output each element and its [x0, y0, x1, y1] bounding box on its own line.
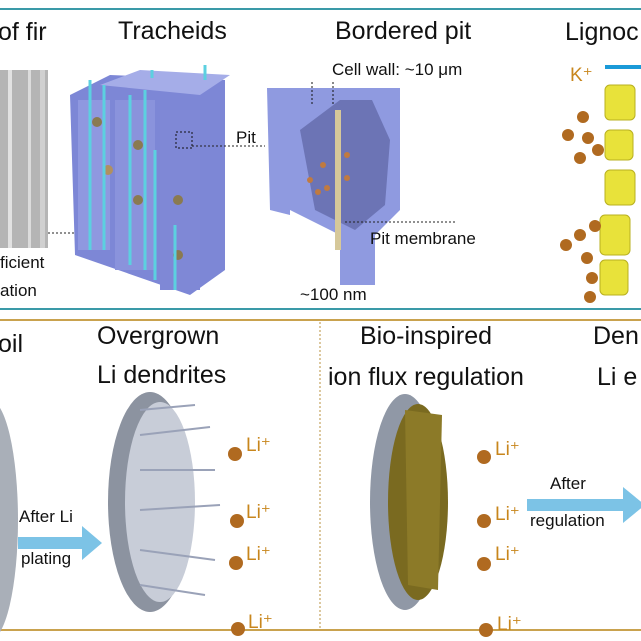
title-bordered-pit: Bordered pit	[335, 17, 471, 45]
li-ion-label: Li⁺	[495, 504, 520, 525]
title-tracheids: Tracheids	[118, 17, 227, 45]
left-caption-2: ation	[0, 281, 37, 300]
bordered-pit-illustration	[267, 82, 400, 285]
title-dense: Den	[593, 322, 639, 350]
plating-arrow	[18, 526, 102, 560]
title-ion-flux: ion flux regulation	[328, 363, 524, 391]
cell-wall-label: Cell wall: ~10 μm	[332, 60, 462, 79]
title-lignoc: Lignoc	[565, 18, 639, 46]
tracheids-illustration	[70, 65, 230, 295]
li-ion-label: Li⁺	[495, 544, 520, 565]
li-ion-label: Li⁺	[246, 544, 271, 565]
pit-label: Pit	[236, 128, 256, 147]
regulation-arrow	[527, 487, 641, 523]
arrow2-label-1: After	[550, 474, 586, 493]
left-caption-1: ficient	[0, 253, 45, 272]
li-ions-right	[477, 450, 493, 637]
sem-image	[0, 70, 48, 248]
title-fir: of fir	[0, 18, 47, 46]
li-ion-label: Li⁺	[246, 502, 271, 523]
top-panel-border	[0, 8, 641, 310]
arrow1-label-1: After Li	[19, 507, 73, 526]
title-li-dendrites: Li dendrites	[97, 361, 226, 389]
pore-size-label: ~100 nm	[300, 285, 367, 304]
bottom-panel-border	[0, 319, 641, 631]
li-foil	[0, 407, 18, 633]
k-ion-label: K⁺	[570, 65, 593, 86]
bio-inspired-electrode	[370, 394, 448, 610]
title-overgrown: Overgrown	[97, 322, 219, 350]
title-bio-inspired: Bio-inspired	[360, 322, 492, 350]
k-ion-spheres	[560, 111, 604, 303]
title-foil: oil	[0, 330, 23, 358]
title-li-e: Li e	[597, 363, 637, 391]
dendrite-electrode	[108, 392, 221, 612]
li-ion-label: Li⁺	[248, 612, 273, 633]
arrow1-label-2: plating	[21, 549, 71, 568]
arrow2-label-2: regulation	[530, 511, 605, 530]
li-ion-label: Li⁺	[497, 614, 522, 635]
lignocellulose-illustration	[599, 84, 636, 296]
li-ion-label: Li⁺	[246, 435, 271, 456]
li-ion-label: Li⁺	[495, 439, 520, 460]
pit-membrane-label: Pit membrane	[370, 229, 476, 248]
li-ions-left	[228, 447, 245, 636]
